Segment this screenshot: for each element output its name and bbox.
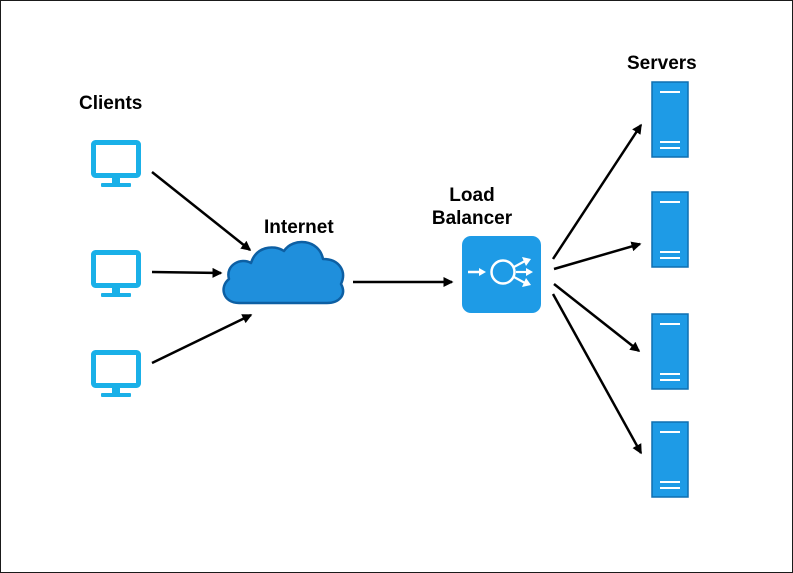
arrow-client2-to-internet	[151, 267, 223, 278]
load-balancer-label-line2: Balancer	[431, 208, 513, 229]
server-1-icon	[651, 81, 689, 158]
client-monitor-1-icon	[91, 140, 141, 187]
load-balancer-label: Load Balancer	[419, 184, 525, 230]
arrow-client3-to-internet	[151, 313, 253, 365]
servers-label: Servers	[627, 53, 697, 74]
clients-label: Clients	[79, 93, 143, 114]
client-monitor-3-icon	[91, 350, 141, 397]
arrow-lb-to-server3	[553, 283, 641, 352]
load-balancer-label-line1: Load	[449, 185, 495, 206]
arrow-lb-to-server1	[551, 123, 643, 260]
arrow-client1-to-internet	[151, 171, 252, 251]
server-4-icon	[651, 421, 689, 498]
server-2-icon	[651, 191, 689, 268]
arrow-lb-to-server4	[551, 293, 643, 455]
internet-label: Internet	[264, 217, 334, 238]
server-3-icon	[651, 313, 689, 390]
load-balancer-icon	[462, 236, 541, 313]
client-monitor-2-icon	[91, 250, 141, 297]
arrow-lb-to-server2	[553, 241, 642, 271]
cloud-icon	[222, 240, 345, 305]
